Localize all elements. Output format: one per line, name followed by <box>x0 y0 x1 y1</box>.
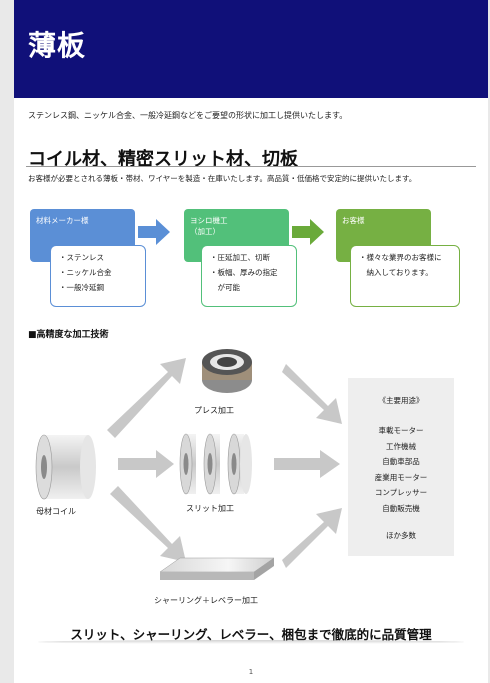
slit-caption: スリット加工 <box>186 504 234 513</box>
arrow-press-to-uses-icon <box>282 364 342 424</box>
flow-arrow-1-icon <box>138 219 170 245</box>
flow-label-customer: お客様 <box>342 216 365 225</box>
list-item: が可能 <box>210 283 240 292</box>
flow-detail-customer: ・様々な業界のお客様に 納入しております。 <box>350 245 460 307</box>
arrow-to-press-icon <box>107 358 186 438</box>
arrow-to-slit-icon <box>118 450 174 478</box>
list-item: ・圧延加工、切断 <box>210 253 270 262</box>
uses-title: 《主要用途》 <box>378 396 424 405</box>
arrow-shear-to-uses-icon <box>282 508 342 568</box>
footer-tagline: スリット、シャーリング、レベラー、梱包まで徹底的に品質管理 <box>70 627 432 642</box>
page-title: 薄板 <box>28 29 87 62</box>
sheet-stack-icon <box>159 557 275 580</box>
shear-caption: シャーリング＋レベラー加工 <box>154 596 258 605</box>
press-caption: プレス加工 <box>194 406 234 415</box>
list-item: ・ステンレス <box>59 253 104 262</box>
main-uses-panel: 《主要用途》 車載モーター 工作機械 自動車部品 産業用モーター コンプレッサー… <box>348 378 454 556</box>
list-item: 自動車部品 <box>382 457 420 466</box>
process-arrows <box>107 358 342 568</box>
list-item: ・ニッケル合金 <box>59 268 112 277</box>
list-item: 産業用モーター <box>374 472 428 482</box>
flow-detail-supplier: ・ステンレス ・ニッケル合金 ・一般冷延鋼 <box>50 245 146 307</box>
list-item: ・板幅、厚みの指定 <box>210 268 278 277</box>
flow-detail-processor: ・圧延加工、切断 ・板幅、厚みの指定 が可能 <box>201 245 297 307</box>
flow-label-supplier: 材料メーカー様 <box>36 216 89 225</box>
list-item: 車載モーター <box>378 426 424 435</box>
uses-list: 車載モーター 工作機械 自動車部品 産業用モーター コンプレッサー 自動販売機 <box>348 423 454 516</box>
source-coil-caption: 母材コイル <box>36 507 76 516</box>
list-item: ・一般冷延鋼 <box>59 283 104 292</box>
list-item: 納入しております。 <box>359 268 433 277</box>
flow-label-processor: ヨシロ機工 <box>190 216 228 225</box>
slit-rolls-icon <box>179 433 252 495</box>
flow-label-processor-sub: （加工） <box>190 227 220 236</box>
list-item: コンプレッサー <box>374 488 428 497</box>
diagram-graphics <box>35 219 342 580</box>
press-part-icon <box>202 349 252 393</box>
page-number: 1 <box>248 668 254 676</box>
title-banner: 薄板 <box>14 0 488 98</box>
uses-more: ほか多数 <box>386 531 416 540</box>
arrow-slit-to-uses-icon <box>274 450 340 478</box>
process-heading: ■高精度な加工技術 <box>28 330 109 340</box>
document-page: 薄板 ステンレス鋼、ニッケル合金、一般冷延鋼などをご要望の形状に加工し提供いたし… <box>14 0 488 683</box>
mother-coil-icon <box>35 434 96 500</box>
arrow-to-shear-icon <box>110 486 186 562</box>
list-item: 工作機械 <box>386 441 416 451</box>
flow-arrow-2-icon <box>292 219 324 245</box>
section-description: お客様が必要とされる薄板・帯材、ワイヤーを製造・在庫いたします。高品質・低価格で… <box>28 174 417 183</box>
list-item: 自動販売機 <box>382 503 420 513</box>
heading-rule <box>26 166 476 167</box>
list-item: ・様々な業界のお客様に <box>359 253 442 262</box>
footer-shadow <box>38 640 464 644</box>
intro-text: ステンレス鋼、ニッケル合金、一般冷延鋼などをご要望の形状に加工し提供いたします。 <box>28 111 348 120</box>
section-heading: コイル材、精密スリット材、切板 <box>28 149 298 170</box>
